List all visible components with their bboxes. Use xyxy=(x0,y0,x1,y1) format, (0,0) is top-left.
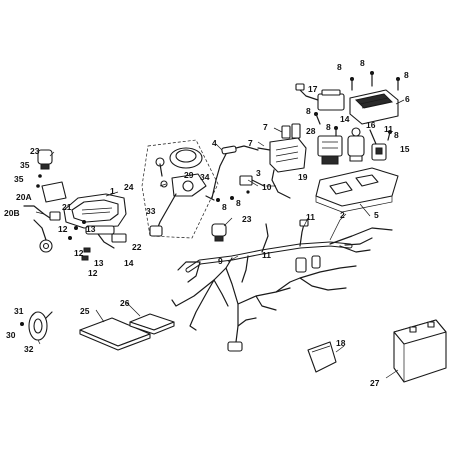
regulator-28 xyxy=(317,135,343,165)
callout-20b: 20B xyxy=(4,208,20,218)
callout-23a: 23 xyxy=(30,146,40,156)
callout-11b: 11 xyxy=(262,250,271,260)
callout-24: 24 xyxy=(124,182,134,192)
callout-13b: 13 xyxy=(94,258,104,268)
indicator-lamp-23-left xyxy=(37,149,53,170)
callout-17: 17 xyxy=(308,84,318,94)
callout-8c: 8 xyxy=(404,70,409,80)
module-19 xyxy=(257,123,307,199)
sensor-20 xyxy=(23,205,61,253)
callout-20a: 20A xyxy=(16,192,32,202)
leader-lines xyxy=(31,99,405,379)
indicator-lamp-23-center xyxy=(211,223,227,242)
callout-14a: 14 xyxy=(124,258,134,268)
callout-1: 1 xyxy=(110,186,115,196)
callout-5: 5 xyxy=(374,210,379,220)
callout-23b: 23 xyxy=(242,214,252,224)
callout-12a: 12 xyxy=(58,224,68,234)
callout-19: 19 xyxy=(298,172,308,182)
callout-25: 25 xyxy=(80,306,90,316)
callout-4: 4 xyxy=(212,138,217,148)
relay-17 xyxy=(295,83,345,111)
callout-6: 6 xyxy=(405,94,410,104)
fuse-holder-15 xyxy=(369,129,387,161)
callout-10: 10 xyxy=(262,182,272,192)
callout-15: 15 xyxy=(400,144,410,154)
callout-21: 21 xyxy=(62,202,72,212)
callout-33: 33 xyxy=(146,206,156,216)
callout-11a: 11 xyxy=(306,212,315,222)
callout-7a: 7 xyxy=(263,122,268,132)
callout-11c: 11 xyxy=(384,124,393,134)
callout-32: 32 xyxy=(24,344,34,354)
instrument-cluster xyxy=(63,193,127,235)
callout-22: 22 xyxy=(132,242,142,252)
callout-8d: 8 xyxy=(306,106,311,116)
tool-bag-18 xyxy=(307,341,337,373)
small-fasteners-12-13-21-22 xyxy=(68,220,127,261)
battery-27 xyxy=(393,319,447,383)
battery-tray-5 xyxy=(315,167,399,213)
fuse-box-6 xyxy=(349,89,399,125)
callout-3: 3 xyxy=(256,168,261,178)
callout-8g: 8 xyxy=(236,198,241,208)
callout-2: 2 xyxy=(340,210,345,220)
callout-12b: 12 xyxy=(74,248,84,258)
starter-relay-16 xyxy=(347,127,365,162)
callout-16: 16 xyxy=(366,120,376,130)
callout-27: 27 xyxy=(370,378,380,388)
pad-25 xyxy=(79,317,151,351)
horn-32 xyxy=(20,311,53,341)
harness-connector-right xyxy=(311,255,321,269)
callout-34: 34 xyxy=(200,172,210,182)
callout-13a: 13 xyxy=(86,224,96,234)
callout-8h: 8 xyxy=(222,202,227,212)
screws xyxy=(216,71,400,202)
callout-30: 30 xyxy=(6,330,16,340)
callout-28: 28 xyxy=(306,126,316,136)
callout-7b: 7 xyxy=(248,138,253,148)
harness-connector-mid xyxy=(295,257,307,273)
callout-8f: 8 xyxy=(394,130,399,140)
ignition-assembly xyxy=(141,139,219,239)
callout-29: 29 xyxy=(184,170,194,180)
callout-9: 9 xyxy=(218,256,223,266)
switch-35 xyxy=(36,174,67,203)
callout-labels: 1 2 3 4 5 6 7 7 8 8 8 8 8 8 8 8 9 10 11 … xyxy=(4,58,410,388)
callout-8a: 8 xyxy=(337,62,342,72)
harness-connector-lower xyxy=(227,341,243,352)
callout-8b: 8 xyxy=(360,58,365,68)
callout-14b: 14 xyxy=(340,114,350,124)
relay-10 xyxy=(239,175,265,194)
callout-35b: 35 xyxy=(14,174,24,184)
callout-26: 26 xyxy=(120,298,130,308)
callout-12c: 12 xyxy=(88,268,98,278)
callout-8e: 8 xyxy=(326,122,331,132)
pad-26 xyxy=(129,313,175,335)
cable-4 xyxy=(205,145,259,201)
wiring-harness xyxy=(171,219,393,352)
callout-35a: 35 xyxy=(20,160,30,170)
callout-18: 18 xyxy=(336,338,346,348)
callout-31: 31 xyxy=(14,306,24,316)
